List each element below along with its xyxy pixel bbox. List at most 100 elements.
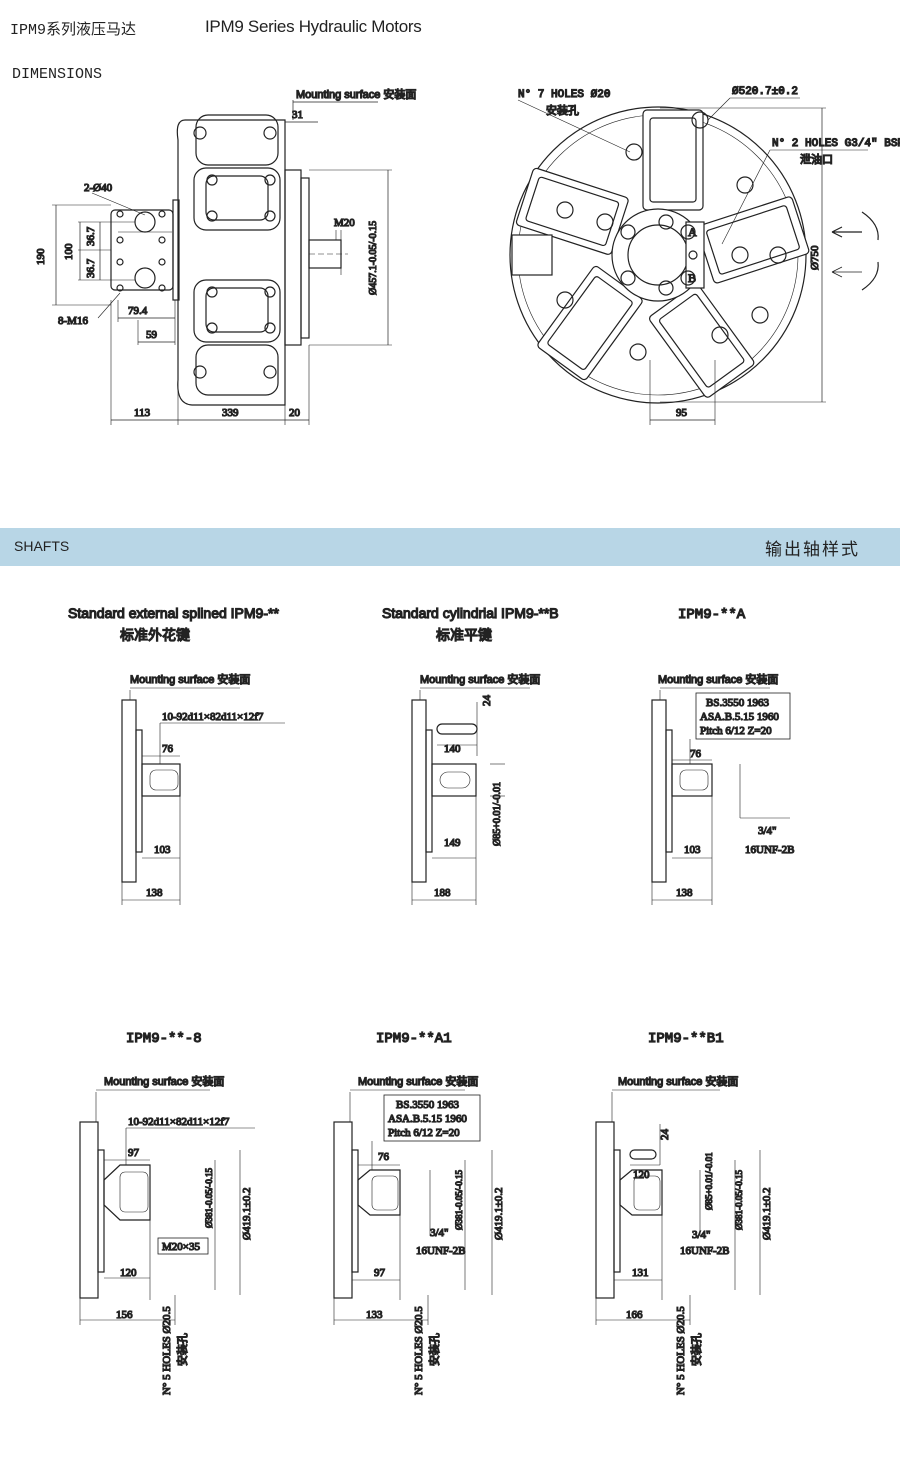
dimensions-label: DIMENSIONS	[12, 66, 103, 83]
holes2-cn-label: 泄油口	[800, 152, 833, 166]
shaft6-d85: Ø85+0.01/-0.01	[704, 1152, 714, 1210]
shaft1-mount: Mounting surface 安装面	[130, 672, 250, 686]
shaft5-spec1: BS.3550 1963	[396, 1099, 459, 1111]
shaft4-holes-cn: 安装孔	[175, 1333, 189, 1366]
shaft3-thr2: 16UNF-2B	[745, 844, 795, 856]
dia-750-label: Ø750	[809, 245, 821, 270]
dim-36-7-bottom: 36.7	[85, 258, 97, 278]
shaft5-d419: Ø419.1±0.2	[493, 1188, 505, 1240]
dia-520-label: Ø520.7±0.2	[732, 86, 798, 98]
shafts-label-cn: 输出轴样式	[765, 540, 860, 560]
shaft3-d103: 103	[684, 844, 701, 856]
shafts-label: SHAFTS	[14, 538, 70, 554]
series-title-en: IPM9 Series Hydraulic Motors	[205, 17, 422, 36]
shaft6-d120: 120	[633, 1169, 650, 1181]
shaft4-d97: 97	[128, 1147, 140, 1159]
dim-2x40: 2-Ø40	[84, 182, 113, 194]
series-title-cn: IPM9系列液压马达	[10, 22, 137, 39]
shaft2-title: Standard cylindrial IPM9-**B	[382, 605, 559, 621]
shaft2-title-cn: 标准平键	[436, 628, 492, 644]
shaft6-mount: Mounting surface 安装面	[618, 1074, 738, 1088]
shaft1-d76: 76	[162, 743, 174, 755]
shaft5-holes-cn: 安装孔	[427, 1333, 441, 1366]
dim-59: 59	[146, 329, 158, 341]
shaft6-d381: Ø381-0.05/-0.15	[734, 1170, 744, 1230]
holes7-cn-label: 安装孔	[546, 103, 579, 117]
shaft2-d24: 24	[481, 695, 493, 707]
shaft5-d76: 76	[378, 1151, 390, 1163]
label-a: A	[688, 225, 697, 239]
shaft-a1-drawing	[333, 1089, 493, 1325]
shaft3-spec3: Pitch 6/12 Z=20	[700, 725, 772, 737]
shaft3-mount: Mounting surface 安装面	[658, 672, 778, 686]
shaft3-d138: 138	[676, 887, 693, 899]
shaft2-d85: Ø85+0.01/-0.01	[492, 782, 503, 846]
shaft-a-drawing	[651, 687, 791, 905]
shaft4-title: IPM9-**-8	[126, 1031, 202, 1047]
shaft5-thr1: 3/4"	[430, 1227, 449, 1239]
shaft-splined-drawing	[121, 687, 285, 905]
dim-31: 31	[292, 109, 303, 121]
dim-36-7-top: 36.7	[85, 226, 97, 246]
shaft5-title: IPM9-**A1	[376, 1031, 452, 1047]
dim-113: 113	[134, 407, 151, 419]
shaft-cylindrical-drawing	[411, 687, 530, 905]
shaft2-d149: 149	[444, 837, 461, 849]
shaft4-holes: N° 5 HOLES Ø20.5	[161, 1306, 173, 1395]
shaft6-holes-cn: 安装孔	[689, 1333, 703, 1366]
shaft6-holes: N° 5 HOLES Ø20.5	[675, 1306, 687, 1395]
shaft5-d133: 133	[366, 1309, 383, 1321]
shaft2-d188: 188	[434, 887, 451, 899]
holes7-label: N° 7 HOLES Ø20	[518, 89, 610, 101]
shaft5-mount: Mounting surface 安装面	[358, 1074, 478, 1088]
shaft4-m20: M20×35	[162, 1241, 200, 1253]
shaft2-mount: Mounting surface 安装面	[420, 672, 540, 686]
shaft2-d140: 140	[444, 743, 461, 755]
dim-20: 20	[289, 407, 301, 419]
shaft4-d419: Ø419.1±0.2	[241, 1188, 253, 1240]
shaft4-spec: 10-92d11×82d11×12f7	[128, 1116, 230, 1128]
shaft5-d381: Ø381-0.05/-0.15	[454, 1170, 464, 1230]
side-view	[509, 97, 879, 425]
shaft6-title: IPM9-**B1	[648, 1031, 724, 1047]
holes2-label: N° 2 HOLES G3/4" BSP	[772, 138, 900, 150]
shaft-8-drawing	[79, 1089, 255, 1325]
dim-dia-457: Ø457.1-0.05/-0.15	[368, 221, 379, 295]
shaft3-d76: 76	[690, 748, 702, 760]
mounting-surface-label: Mounting surface 安装面	[296, 87, 416, 101]
dim-m20: M20	[334, 217, 355, 229]
dim-100: 100	[63, 243, 75, 260]
shaft5-holes: N° 5 HOLES Ø20.5	[413, 1306, 425, 1395]
shaft6-thr2: 16UNF-2B	[680, 1245, 730, 1257]
shaft-b1-drawing	[595, 1089, 761, 1325]
shaft6-d419: Ø419.1±0.2	[761, 1188, 773, 1240]
shaft3-title: IPM9-**A	[678, 607, 746, 623]
shaft4-d120: 120	[120, 1267, 137, 1279]
dim-8m16: 8-M16	[58, 315, 88, 327]
shaft5-thr2: 16UNF-2B	[416, 1245, 466, 1257]
shaft1-spec: 10-92d11×82d11×12f7	[162, 711, 264, 723]
shaft6-d166: 166	[626, 1309, 643, 1321]
shaft4-mount: Mounting surface 安装面	[104, 1074, 224, 1088]
shaft1-d138: 138	[146, 887, 163, 899]
shaft3-spec2: ASA.B.5.15 1960	[700, 711, 779, 723]
dim-190: 190	[35, 248, 47, 265]
shaft5-spec2: ASA.B.5.15 1960	[388, 1113, 467, 1125]
shaft3-thr1: 3/4"	[758, 825, 777, 837]
dim-339: 339	[222, 407, 239, 419]
shafts-section-band: SHAFTS 输出轴样式	[0, 528, 900, 566]
shaft6-thr1: 3/4"	[692, 1229, 711, 1241]
shaft1-title: Standard external splined IPM9-**	[68, 605, 279, 621]
shaft1-title-cn: 标准外花键	[120, 628, 190, 644]
shaft6-d24: 24	[659, 1129, 671, 1141]
shaft3-spec1: BS.3550 1963	[706, 697, 769, 709]
shaft6-d131: 131	[632, 1267, 649, 1279]
dim-95: 95	[676, 407, 688, 419]
dim-79-4: 79.4	[128, 305, 148, 317]
shaft1-d103: 103	[154, 844, 171, 856]
front-view	[52, 100, 392, 425]
shaft4-d156: 156	[116, 1309, 133, 1321]
shaft4-d381: Ø381-0.05/-0.15	[204, 1168, 214, 1228]
shaft5-spec3: Pitch 6/12 Z=20	[388, 1127, 460, 1139]
